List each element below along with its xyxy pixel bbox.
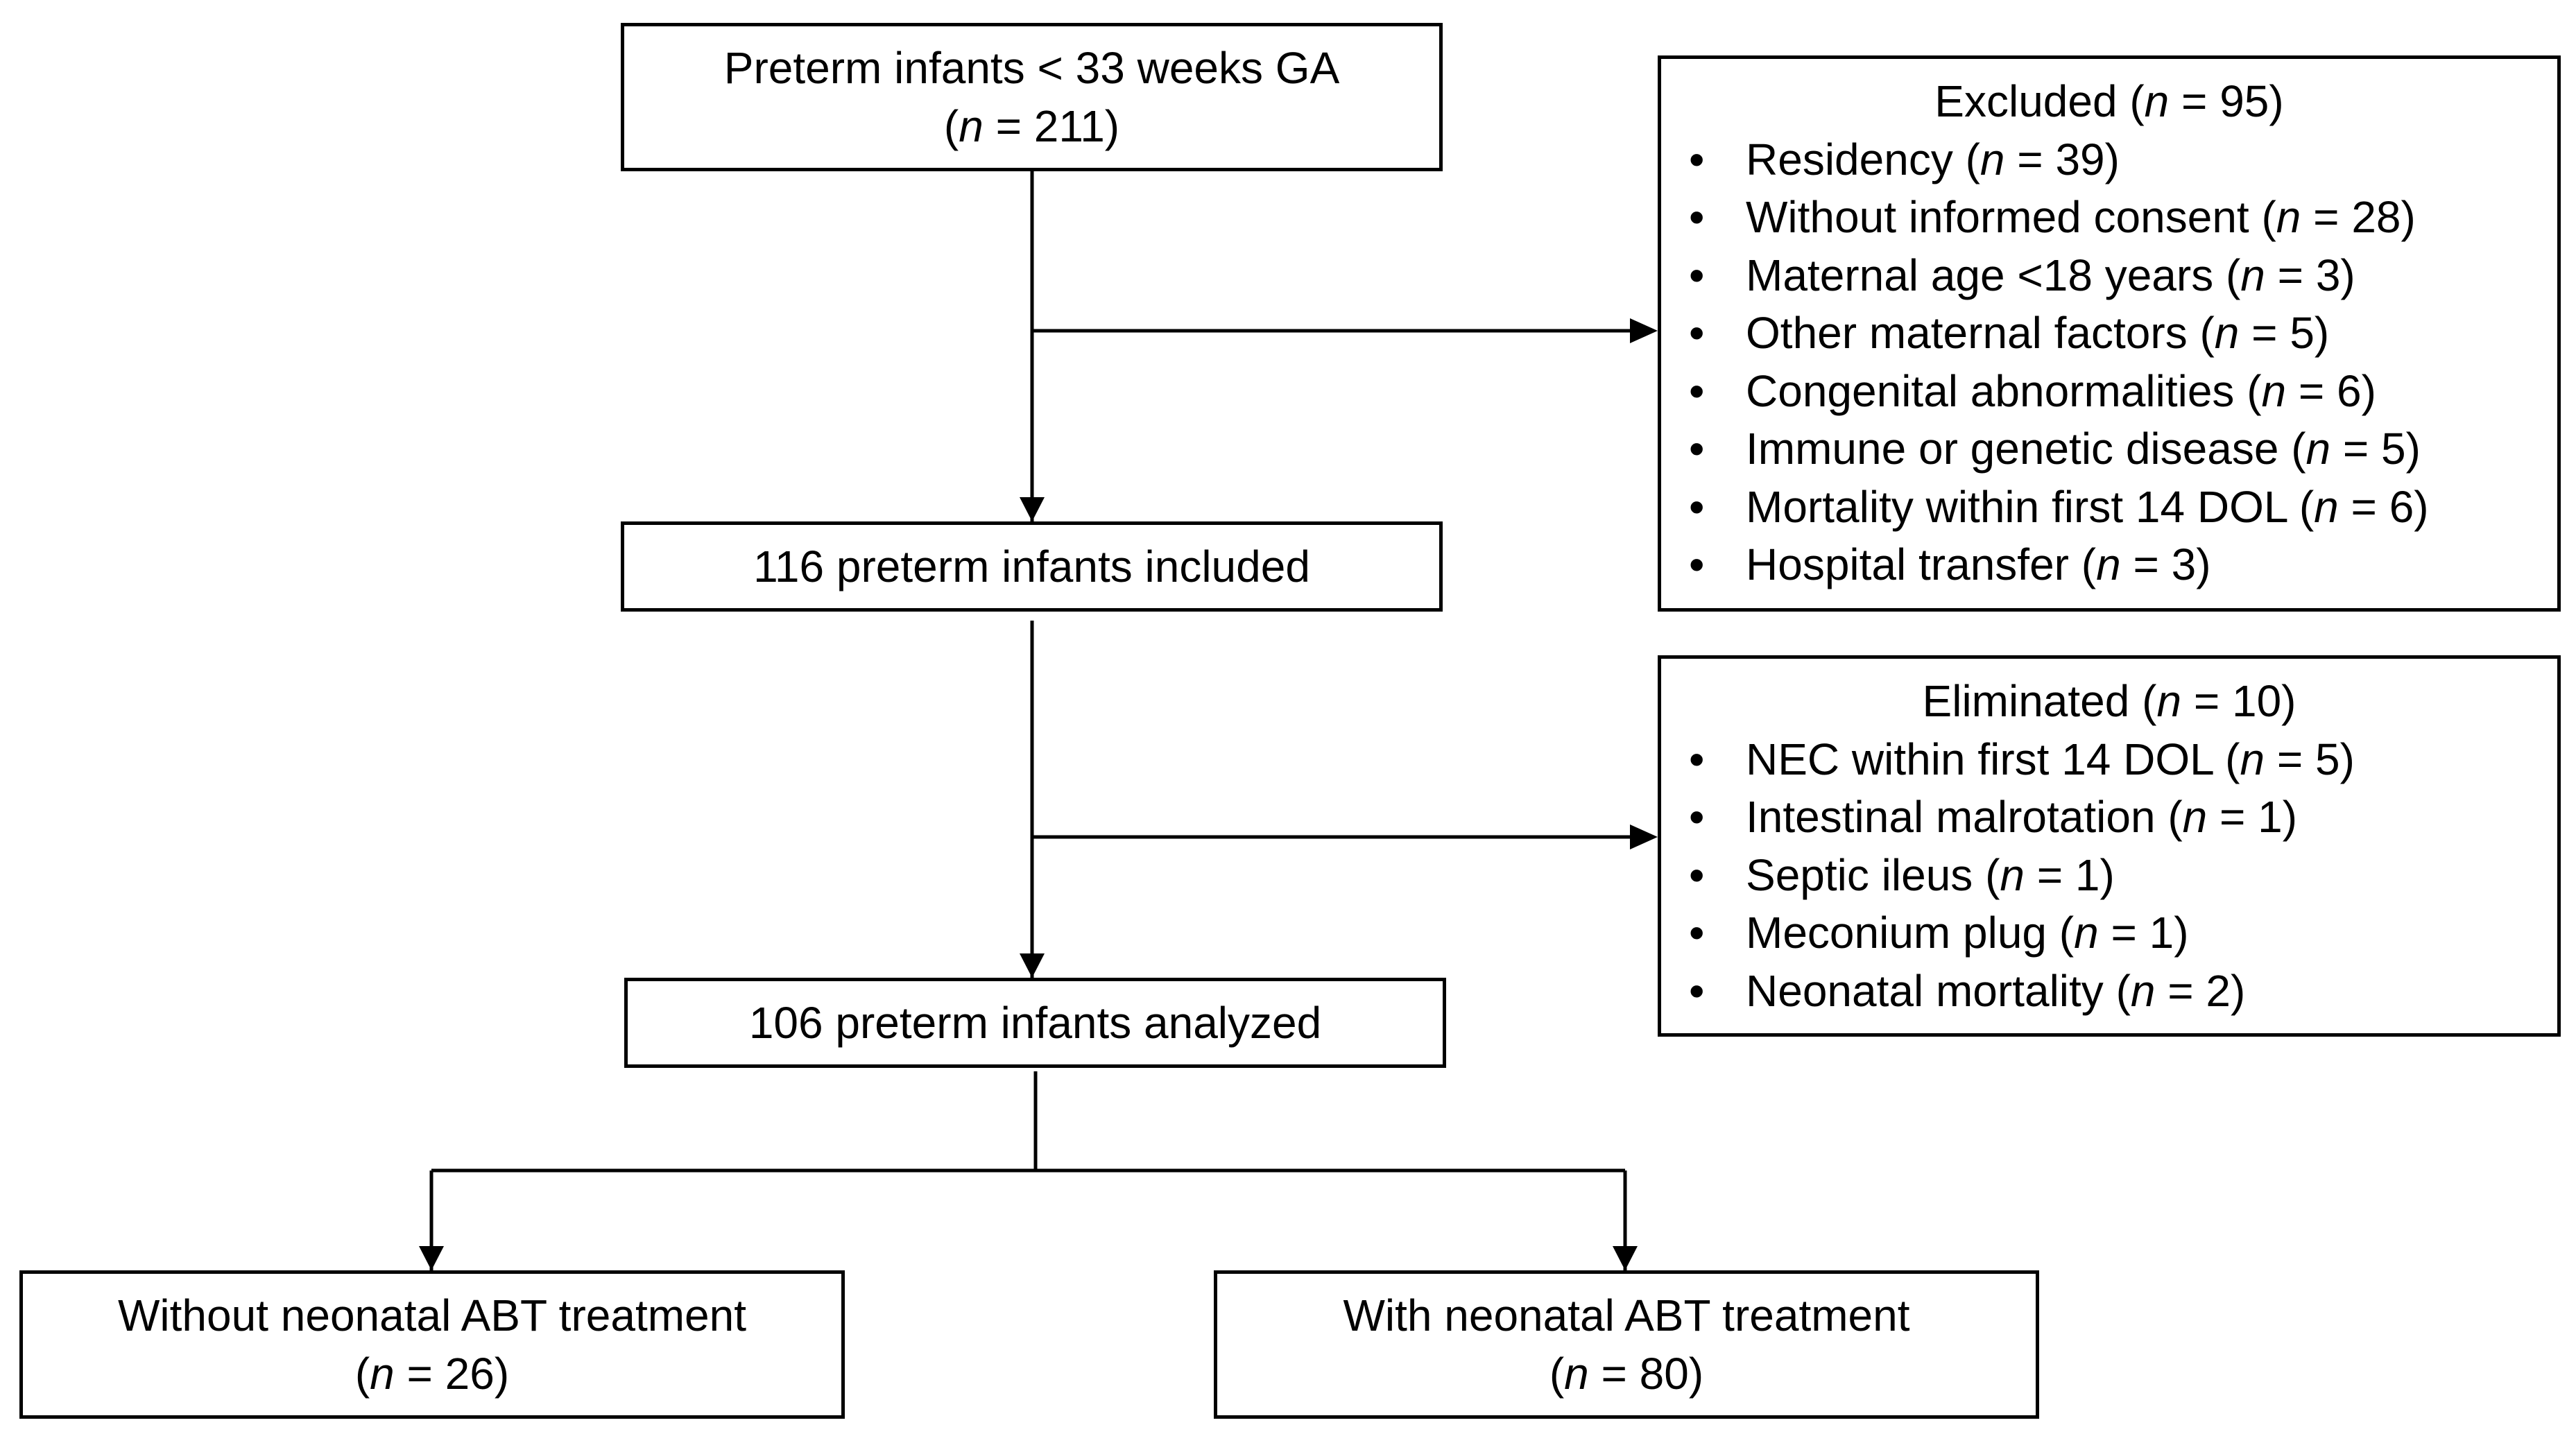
excluded-item: Congenital abnormalities (n = 6) xyxy=(1689,363,2530,421)
eliminated-item: NEC within first 14 DOL (n = 5) xyxy=(1689,731,2530,789)
excluded-item-label: Mortality within first 14 DOL xyxy=(1746,481,2287,532)
excluded-item: Without informed consent (n = 28) xyxy=(1689,189,2530,247)
excluded-item-label: Immune or genetic disease xyxy=(1746,424,2279,474)
excluded-item: Hospital transfer (n = 3) xyxy=(1689,536,2530,594)
eliminated-item-label: Septic ileus xyxy=(1746,849,1973,900)
analyzed-label: 106 preterm infants analyzed xyxy=(748,998,1322,1048)
excluded-item-count: 39 xyxy=(2055,134,2105,184)
arrowhead-without-abt xyxy=(419,1246,444,1270)
excluded-item-label: Hospital transfer xyxy=(1746,539,2069,589)
eliminated-item-count: 1 xyxy=(2149,908,2174,958)
eliminated-item-count: 1 xyxy=(2075,849,2100,900)
excluded-box: Excluded (n = 95) Residency (n = 39)With… xyxy=(1658,55,2561,612)
eliminated-item: Neonatal mortality (n = 2) xyxy=(1689,962,2530,1021)
excluded-item: Immune or genetic disease (n = 5) xyxy=(1689,420,2530,478)
eliminated-item-label: NEC within first 14 DOL xyxy=(1746,734,2213,784)
excluded-item-count: 6 xyxy=(2337,365,2362,416)
with-abt-box: With neonatal ABT treatment (n = 80) xyxy=(1214,1270,2039,1419)
screened-box: Preterm infants < 33 weeks GA (n = 211) xyxy=(621,23,1443,171)
excluded-item-label: Other maternal factors xyxy=(1746,308,2188,358)
included-box: 116 preterm infants included xyxy=(621,521,1443,612)
excluded-item-count: 6 xyxy=(2389,481,2414,532)
eliminated-item-label: Intestinal malrotation xyxy=(1746,792,2156,842)
excluded-item-count: 5 xyxy=(2381,424,2406,474)
arrowhead-excluded xyxy=(1630,318,1658,343)
arrowhead-eliminated xyxy=(1630,824,1658,849)
excluded-item-count: 5 xyxy=(2290,308,2315,358)
excluded-list: Residency (n = 39)Without informed conse… xyxy=(1689,131,2530,594)
eliminated-title: Eliminated (n = 10) xyxy=(1922,676,2296,726)
eliminated-item-label: Meconium plug xyxy=(1746,908,2047,958)
excluded-item-count: 3 xyxy=(2171,539,2197,589)
without-abt-label: Without neonatal ABT treatment xyxy=(118,1290,746,1340)
screened-label: Preterm infants < 33 weeks GA xyxy=(723,43,1340,93)
eliminated-item-count: 5 xyxy=(2315,734,2340,784)
without-abt-box: Without neonatal ABT treatment (n = 26) xyxy=(19,1270,845,1419)
excluded-item: Mortality within first 14 DOL (n = 6) xyxy=(1689,478,2530,537)
eliminated-item-count: 1 xyxy=(2258,792,2283,842)
with-abt-label: With neonatal ABT treatment xyxy=(1343,1290,1910,1340)
with-abt-count: (n = 80) xyxy=(1549,1349,1704,1399)
excluded-item-label: Residency xyxy=(1746,134,1953,184)
analyzed-box: 106 preterm infants analyzed xyxy=(624,978,1446,1068)
arrowhead-analyzed xyxy=(1020,953,1045,978)
excluded-item-count: 3 xyxy=(2315,250,2341,300)
excluded-title: Excluded (n = 95) xyxy=(1934,76,2284,126)
excluded-item-label: Congenital abnormalities xyxy=(1746,365,2235,416)
eliminated-box: Eliminated (n = 10) NEC within first 14 … xyxy=(1658,655,2561,1037)
screened-count: (n = 211) xyxy=(943,101,1120,151)
eliminated-list: NEC within first 14 DOL (n = 5)Intestina… xyxy=(1689,731,2530,1021)
arrowhead-with-abt xyxy=(1613,1246,1638,1270)
included-label: 116 preterm infants included xyxy=(753,542,1310,591)
eliminated-item: Septic ileus (n = 1) xyxy=(1689,847,2530,905)
arrowhead-included xyxy=(1020,497,1045,521)
eliminated-item-label: Neonatal mortality xyxy=(1746,965,2104,1016)
excluded-item-label: Maternal age <18 years xyxy=(1746,250,2214,300)
excluded-item-label: Without informed consent xyxy=(1746,192,2249,242)
eliminated-item-count: 2 xyxy=(2206,965,2231,1016)
excluded-item: Residency (n = 39) xyxy=(1689,131,2530,189)
eliminated-item: Meconium plug (n = 1) xyxy=(1689,904,2530,962)
excluded-item-count: 28 xyxy=(2351,192,2401,242)
eliminated-item: Intestinal malrotation (n = 1) xyxy=(1689,788,2530,847)
excluded-item: Maternal age <18 years (n = 3) xyxy=(1689,247,2530,305)
excluded-item: Other maternal factors (n = 5) xyxy=(1689,304,2530,363)
without-abt-count: (n = 26) xyxy=(354,1349,510,1399)
